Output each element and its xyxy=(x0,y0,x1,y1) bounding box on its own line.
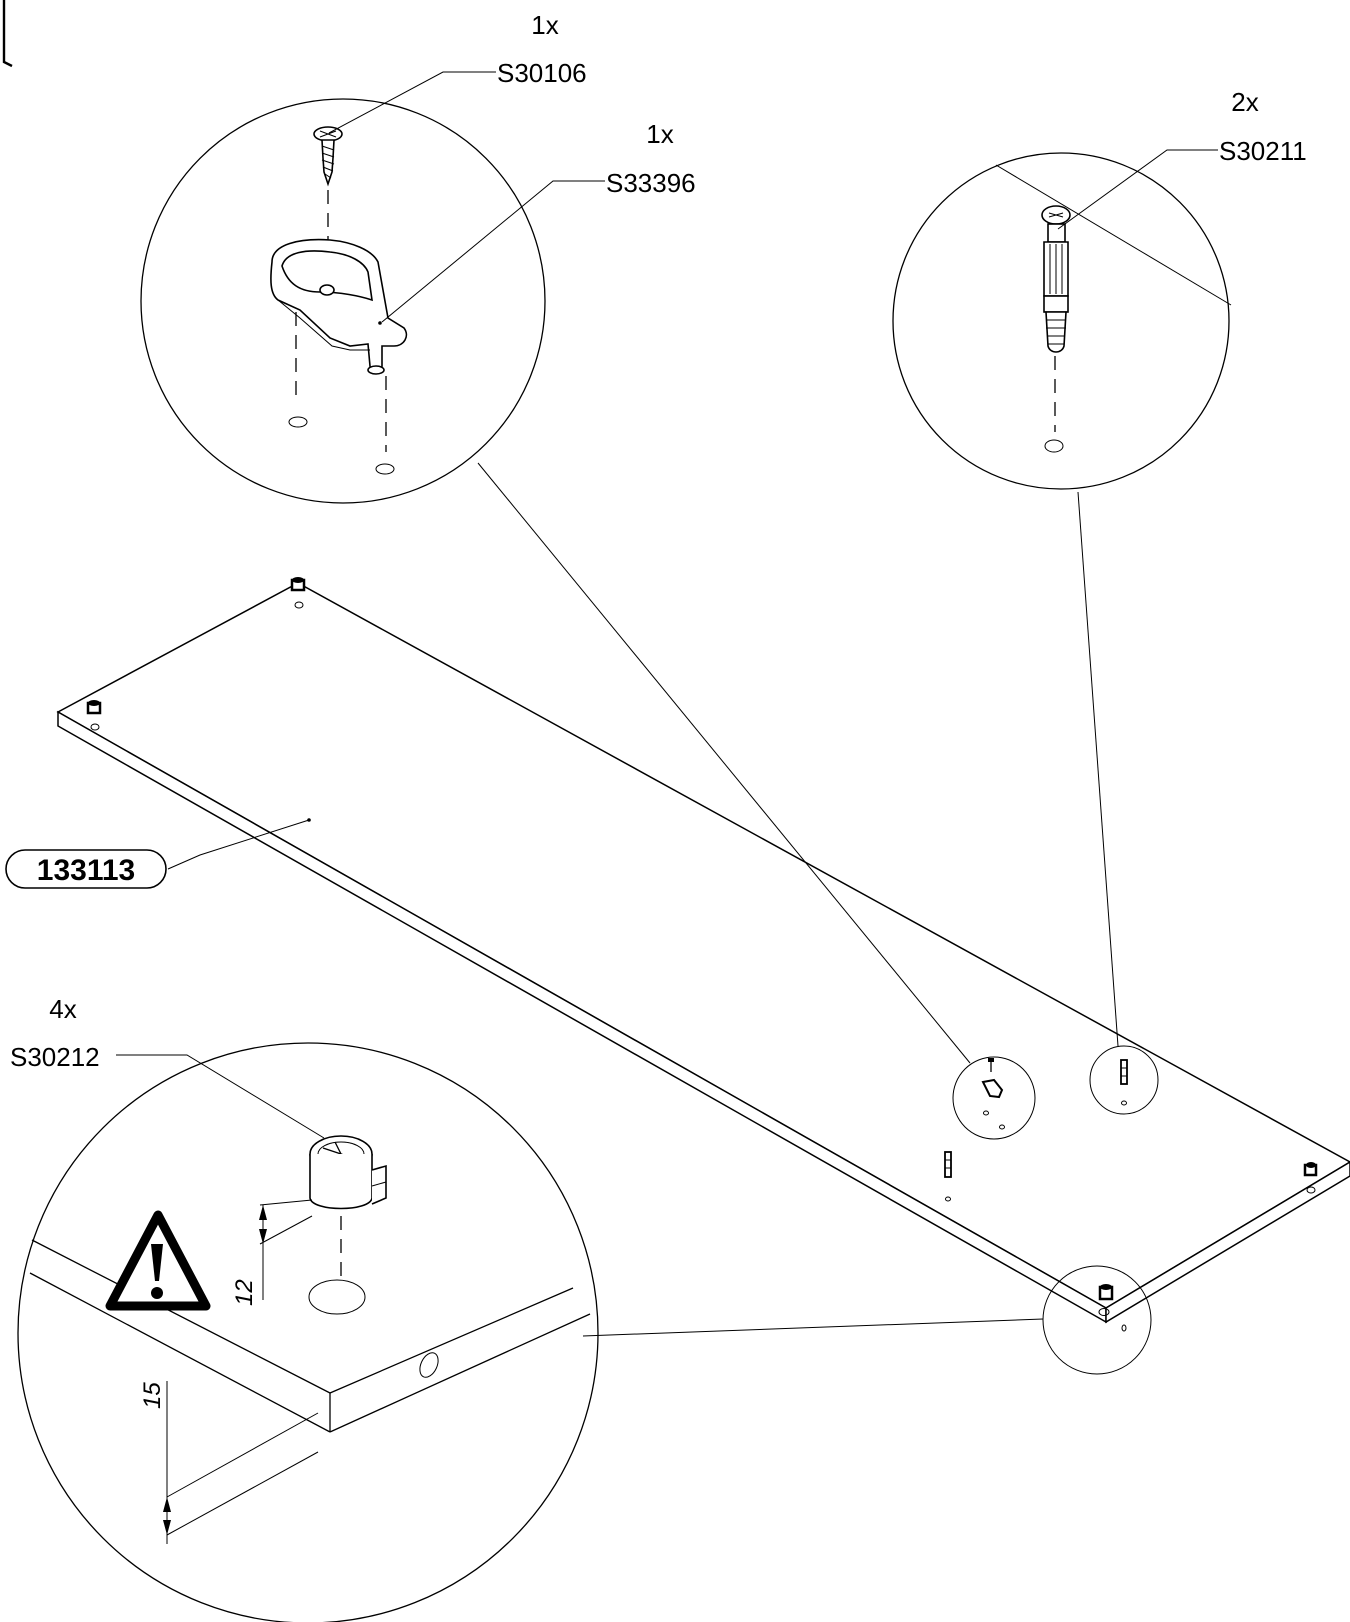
detail-marker-cam xyxy=(1042,1265,1152,1375)
screw-part-code: S30106 xyxy=(497,58,587,88)
warning-icon xyxy=(105,1210,211,1311)
panel-thickness-value: 15 xyxy=(139,1382,166,1409)
cam-part-code: S30212 xyxy=(10,1042,100,1072)
cam-part xyxy=(309,1135,387,1210)
page-corner-bracket xyxy=(2,0,13,68)
bracket-quantity: 1x xyxy=(646,119,673,149)
bolt-part-code: S30211 xyxy=(1219,136,1307,166)
bolt-part xyxy=(1041,205,1071,353)
part-number-badge: 133113 xyxy=(5,849,167,889)
bracket-part xyxy=(270,238,408,375)
cam-quantity: 4x xyxy=(49,994,76,1024)
panel-bolt xyxy=(944,1151,952,1202)
leader-lines xyxy=(116,71,1218,1139)
dimension-panel-thickness xyxy=(163,1381,319,1544)
panel-cam-fitting xyxy=(290,577,306,609)
part-number: 133113 xyxy=(37,854,135,887)
cam-detail-view xyxy=(17,1042,599,1622)
panel-section xyxy=(29,1239,591,1433)
bolt-detail-view xyxy=(892,152,1232,490)
bracket-part-code: S33396 xyxy=(606,168,696,198)
bracket-detail-view xyxy=(140,98,546,504)
detail-marker-bolt xyxy=(1089,1045,1159,1115)
main-panel xyxy=(56,577,1350,1324)
panel-cam-fitting xyxy=(1303,1162,1318,1194)
detail-connector-lines xyxy=(477,462,1119,1337)
panel-cam-fitting xyxy=(86,700,102,731)
detail-marker-bracket xyxy=(952,1056,1036,1140)
bolt-quantity: 2x xyxy=(1231,87,1258,117)
cam-height-value: 12 xyxy=(231,1279,258,1306)
screw-part xyxy=(313,126,343,187)
screw-quantity: 1x xyxy=(531,10,558,40)
dimension-cam-height xyxy=(259,1199,313,1300)
